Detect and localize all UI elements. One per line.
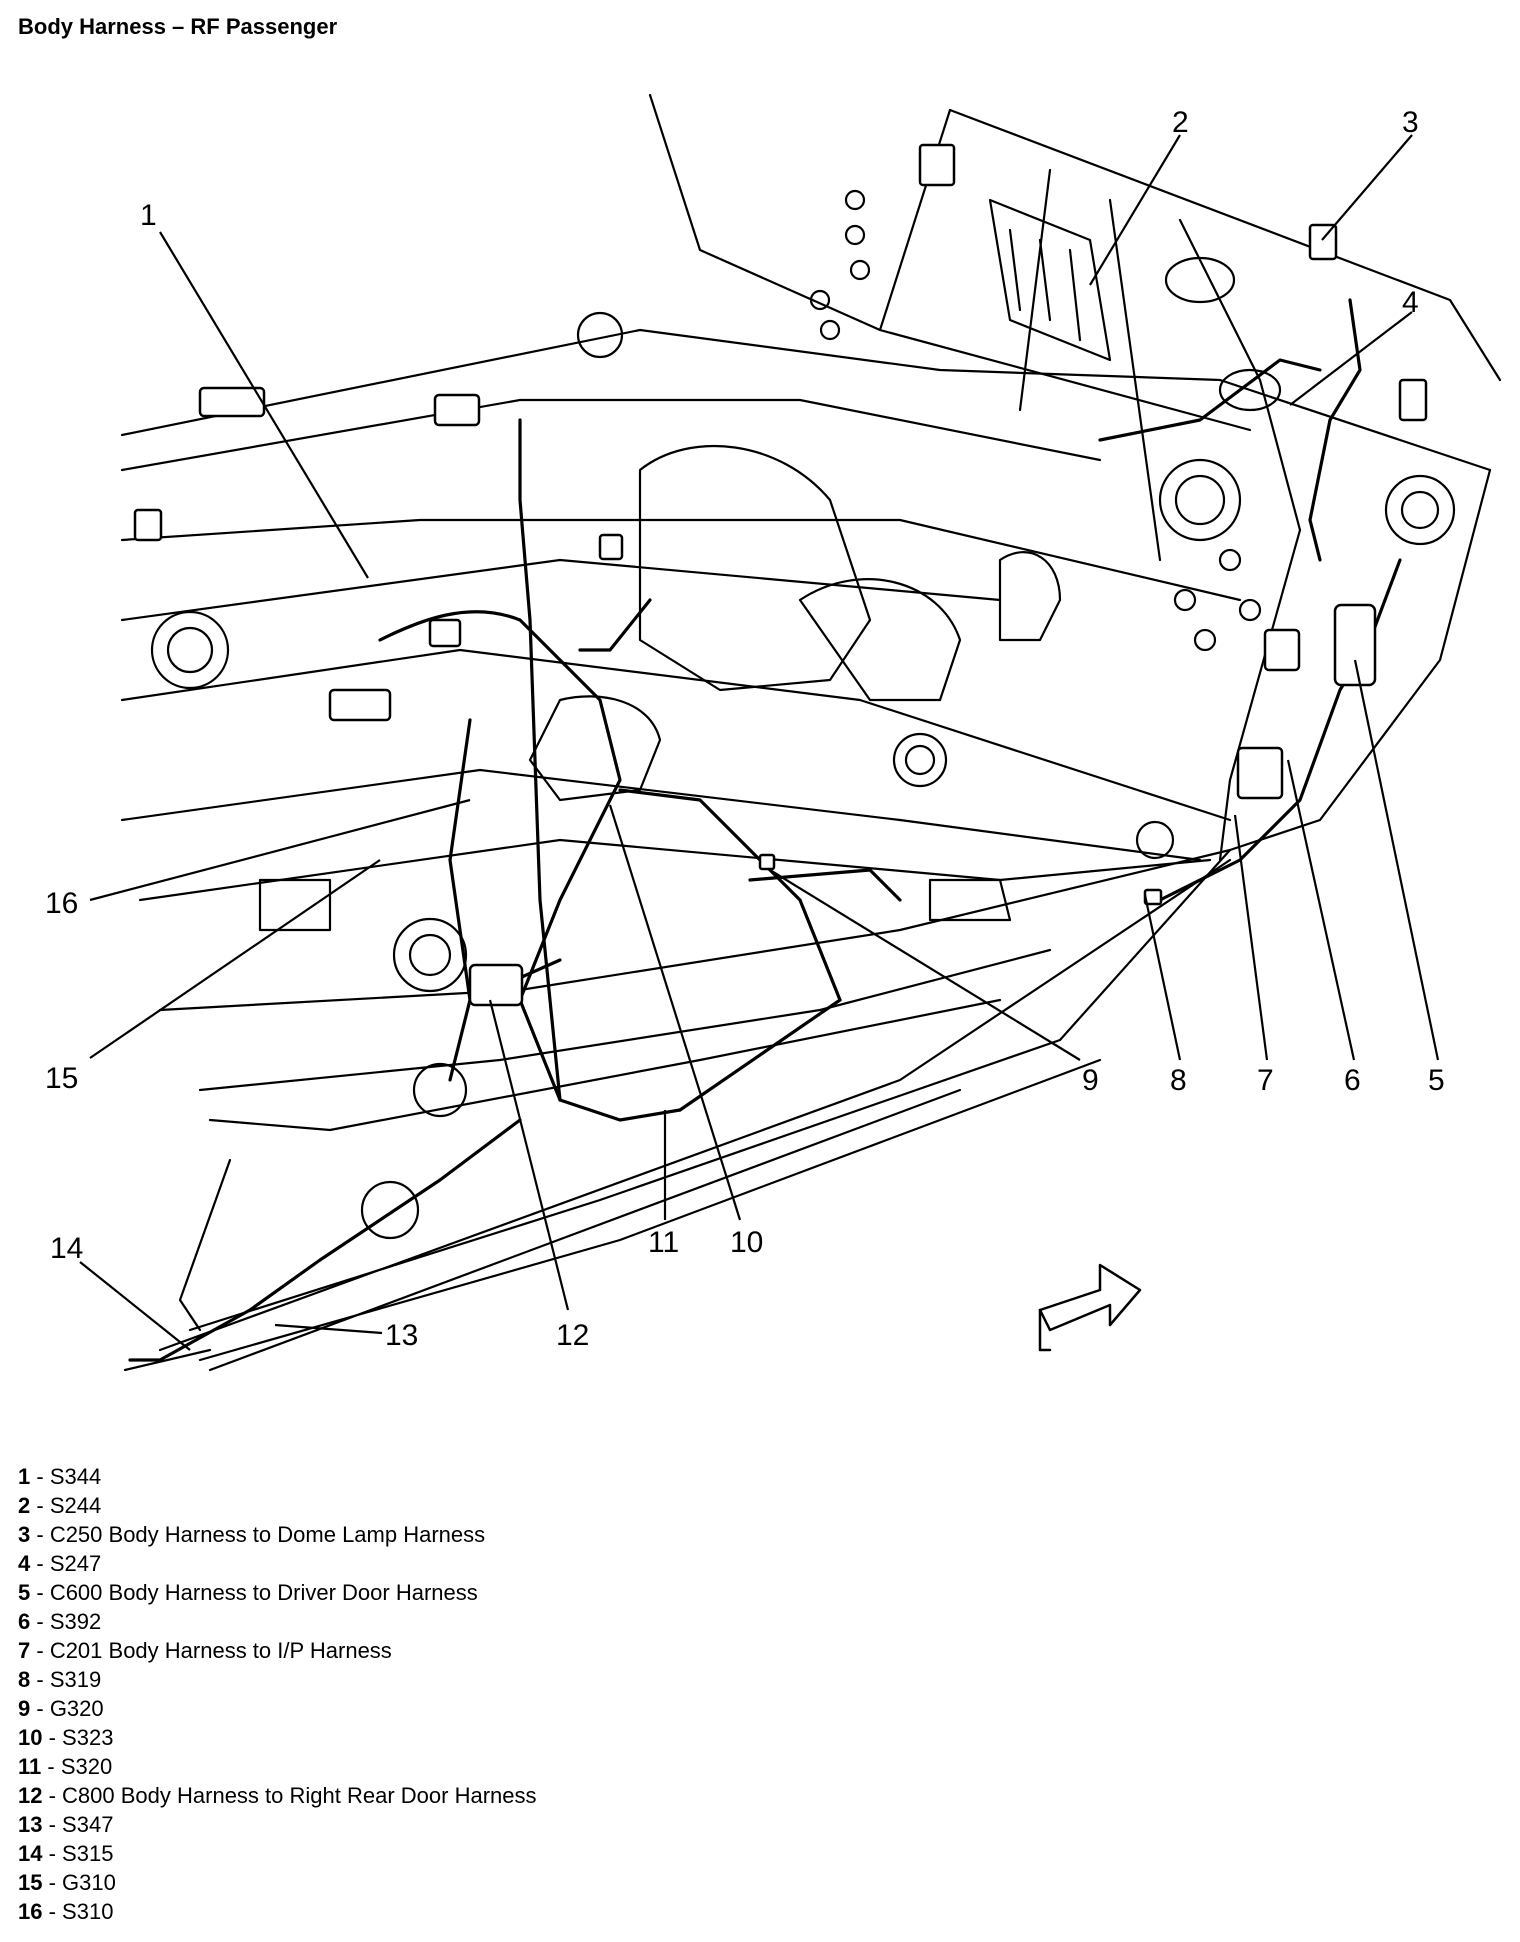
legend-item: 14 - S315 xyxy=(18,1839,537,1868)
harness-diagram: 1 2 3 4 5 6 7 8 9 10 11 12 13 14 15 16 xyxy=(45,93,1502,1372)
legend-number: 5 xyxy=(18,1580,31,1605)
legend-description: S344 xyxy=(49,1464,102,1489)
legend-item: 15 - G310 xyxy=(18,1868,537,1897)
legend-description: G310 xyxy=(62,1870,116,1895)
callout-10: 10 xyxy=(730,1226,763,1259)
legend-description: S247 xyxy=(49,1551,102,1576)
legend-item: 11 - S320 xyxy=(18,1752,537,1781)
legend-description: S315 xyxy=(62,1841,114,1866)
legend-number: 14 xyxy=(18,1841,43,1866)
harness-main-run xyxy=(378,610,682,1122)
callout-14: 14 xyxy=(50,1232,83,1265)
legend-separator: - xyxy=(30,1667,50,1692)
legend-description: C600 Body Harness to Driver Door Harness xyxy=(49,1580,478,1605)
callout-8: 8 xyxy=(1170,1064,1187,1097)
legend-description: S320 xyxy=(60,1754,113,1779)
legend-description: S244 xyxy=(49,1493,102,1518)
legend-number: 10 xyxy=(18,1725,43,1750)
callout-13: 13 xyxy=(385,1319,418,1352)
legend-item: 7 - C201 Body Harness to I/P Harness xyxy=(18,1636,537,1665)
legend-item: 12 - C800 Body Harness to Right Rear Doo… xyxy=(18,1781,537,1810)
page-title: Body Harness – RF Passenger xyxy=(18,14,338,39)
legend-separator: - xyxy=(30,1696,50,1721)
legend-separator: - xyxy=(42,1899,63,1924)
callout-3: 3 xyxy=(1402,106,1419,139)
callout-4: 4 xyxy=(1402,286,1419,319)
legend-number: 8 xyxy=(18,1667,31,1692)
callout-7: 7 xyxy=(1257,1064,1274,1097)
legend-item: 16 - S310 xyxy=(18,1897,537,1926)
legend-separator: - xyxy=(42,1870,63,1895)
legend-number: 6 xyxy=(18,1609,31,1634)
callout-16: 16 xyxy=(45,887,78,920)
legend-separator: - xyxy=(30,1609,50,1634)
legend-description: C201 Body Harness to I/P Harness xyxy=(49,1638,392,1663)
legend-description: S310 xyxy=(62,1899,114,1924)
legend-item: 13 - S347 xyxy=(18,1810,537,1839)
callout-9: 9 xyxy=(1082,1064,1099,1097)
legend-item: 1 - S344 xyxy=(18,1462,537,1491)
legend-item: 6 - S392 xyxy=(18,1607,537,1636)
callout-11: 11 xyxy=(648,1226,679,1259)
legend-item: 3 - C250 Body Harness to Dome Lamp Harne… xyxy=(18,1520,537,1549)
legend-separator: - xyxy=(42,1812,63,1837)
legend-separator: - xyxy=(30,1464,50,1489)
legend-number: 3 xyxy=(18,1522,31,1547)
legend-separator: - xyxy=(42,1783,63,1808)
legend-number: 12 xyxy=(18,1783,43,1808)
callout-6: 6 xyxy=(1344,1064,1361,1097)
callout-5: 5 xyxy=(1428,1064,1445,1097)
legend-item: 8 - S319 xyxy=(18,1665,537,1694)
legend-description: S347 xyxy=(62,1812,114,1837)
front-direction-arrow-icon xyxy=(1038,1263,1142,1332)
callout-2: 2 xyxy=(1172,106,1189,139)
legend-number: 2 xyxy=(18,1493,31,1518)
legend-separator: - xyxy=(30,1522,50,1547)
floor-outline xyxy=(120,328,1492,472)
legend-item: 2 - S244 xyxy=(18,1491,537,1520)
legend-number: 7 xyxy=(18,1638,31,1663)
legend-item: 10 - S323 xyxy=(18,1723,537,1752)
legend-separator: - xyxy=(42,1725,63,1750)
legend-separator: - xyxy=(30,1551,50,1576)
legend-description: S323 xyxy=(62,1725,114,1750)
legend-number: 16 xyxy=(18,1899,43,1924)
legend-item: 9 - G320 xyxy=(18,1694,537,1723)
legend-number: 13 xyxy=(18,1812,43,1837)
legend-separator: - xyxy=(30,1493,50,1518)
legend-number: 15 xyxy=(18,1870,43,1895)
legend-number: 11 xyxy=(18,1754,42,1779)
legend-description: S392 xyxy=(49,1609,102,1634)
legend-number: 1 xyxy=(18,1464,31,1489)
legend-item: 5 - C600 Body Harness to Driver Door Har… xyxy=(18,1578,537,1607)
legend-number: 4 xyxy=(18,1551,31,1576)
legend-item: 4 - S247 xyxy=(18,1549,537,1578)
callout-15: 15 xyxy=(45,1062,78,1095)
legend-separator: - xyxy=(30,1580,50,1605)
callout-12: 12 xyxy=(556,1319,589,1352)
legend-separator: - xyxy=(42,1841,63,1866)
callout-1: 1 xyxy=(140,199,157,232)
legend-description: S319 xyxy=(49,1667,102,1692)
legend-number: 9 xyxy=(18,1696,31,1721)
legend-description: G320 xyxy=(49,1696,104,1721)
legend-separator: - xyxy=(41,1754,61,1779)
legend-separator: - xyxy=(30,1638,50,1663)
legend-description: C250 Body Harness to Dome Lamp Harness xyxy=(49,1522,486,1547)
legend-description: C800 Body Harness to Right Rear Door Har… xyxy=(62,1783,537,1808)
